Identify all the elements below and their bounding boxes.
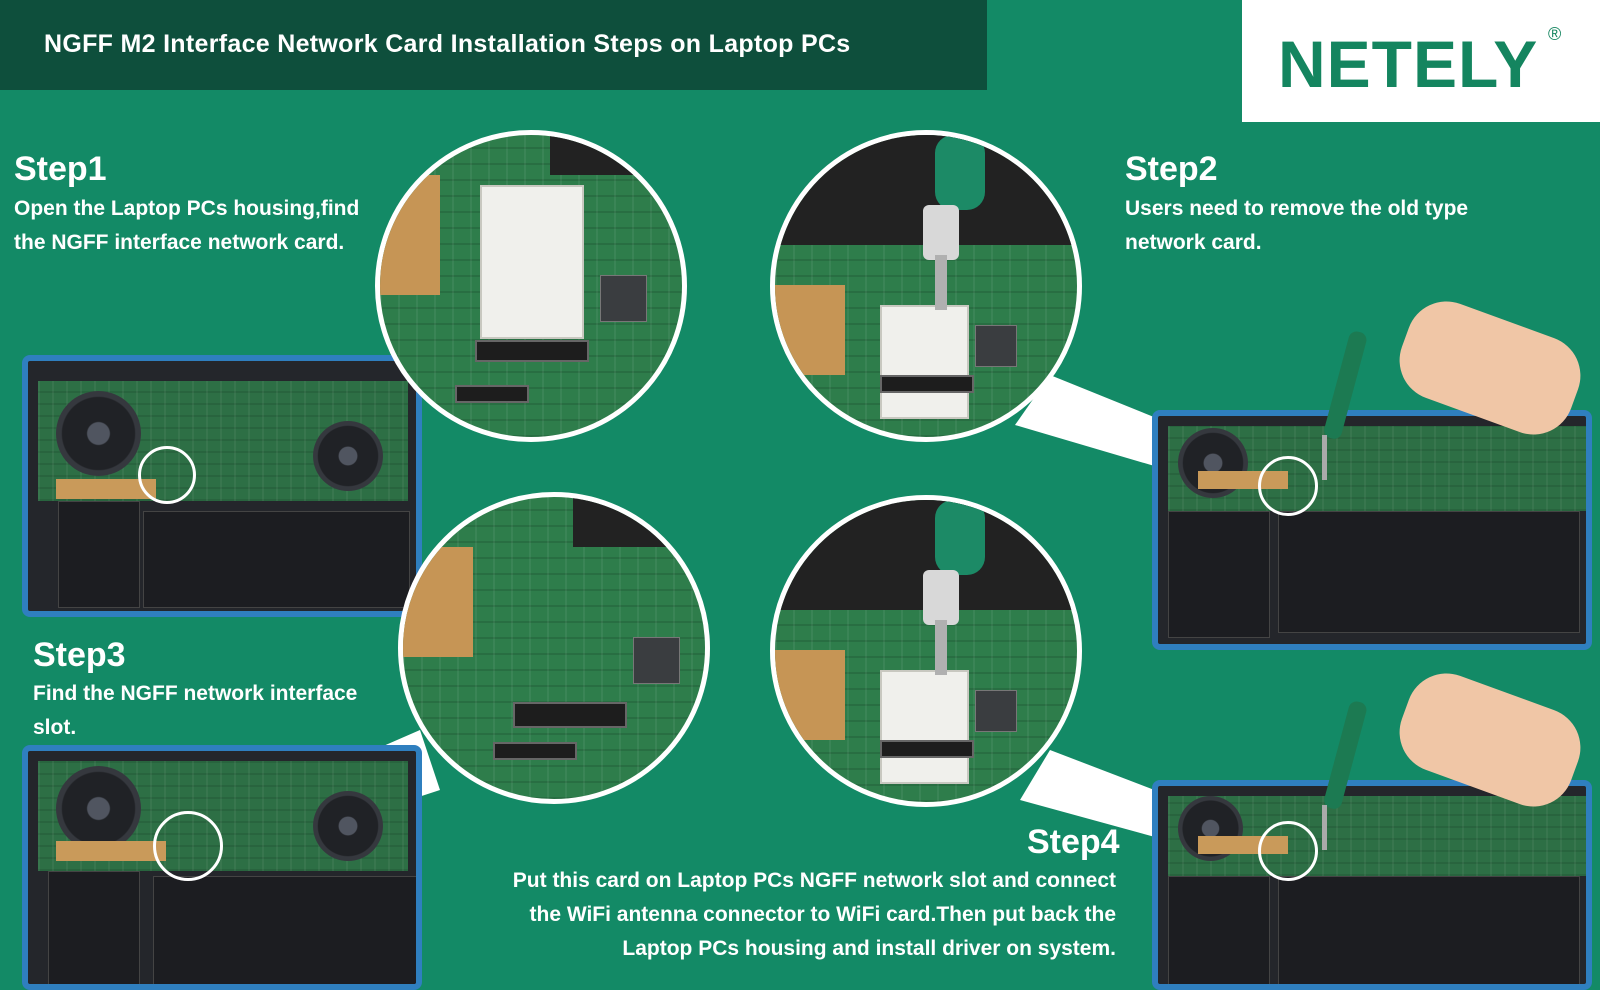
step2-line: network card. (1125, 231, 1262, 254)
highlight-circle (1258, 821, 1318, 881)
highlight-circle (138, 446, 196, 504)
copper-tape-image (403, 547, 473, 657)
battery-image (1168, 511, 1270, 638)
step3-line: slot. (33, 716, 77, 739)
battery-image (1168, 876, 1270, 984)
battery-image (48, 871, 140, 984)
chip-image (633, 637, 680, 684)
step3-laptop-photo (22, 745, 422, 990)
brand-logo-box: NETELY ® (1242, 0, 1600, 122)
connector-image (493, 742, 577, 760)
battery-image (1278, 511, 1580, 633)
step1-heading: Step1 (14, 150, 107, 188)
highlight-circle (1258, 456, 1318, 516)
step1-description: Open the Laptop PCs housing,find the NGF… (14, 192, 359, 260)
step4-laptop-photo (1152, 780, 1592, 990)
step2-heading: Step2 (1125, 150, 1218, 188)
ngff-slot-image (880, 740, 974, 758)
step3-line: Find the NGFF network interface (33, 682, 358, 705)
step3-description: Find the NGFF network interface slot. (33, 677, 357, 745)
fan-image (313, 421, 383, 491)
step4-magnified-card (770, 495, 1082, 807)
battery-image (153, 876, 416, 984)
registered-mark: ® (1548, 24, 1562, 44)
screwdriver-icon (923, 500, 985, 675)
battery-image (58, 501, 140, 608)
page-title: NGFF M2 Interface Network Card Installat… (44, 30, 851, 58)
step4-line: the WiFi antenna connector to WiFi card.… (529, 903, 1117, 926)
ngff-slot-image (475, 340, 589, 362)
step1-laptop-photo (22, 355, 422, 617)
chip-image (600, 275, 647, 322)
step4-line: Laptop PCs housing and install driver on… (622, 937, 1116, 960)
board-edge-image (573, 497, 705, 547)
chip-image (975, 690, 1017, 732)
step2-magnified-card (770, 130, 1082, 442)
step1-line: Open the Laptop PCs housing,find (14, 197, 360, 220)
copper-tape-image (56, 479, 156, 499)
step2-description: Users need to remove the old type networ… (1125, 192, 1468, 260)
title-bar: NGFF M2 Interface Network Card Installat… (0, 0, 987, 90)
highlight-circle (153, 811, 223, 881)
step2-line: Users need to remove the old type (1125, 197, 1469, 220)
step2-laptop-photo (1152, 410, 1592, 650)
network-card-image (880, 305, 969, 419)
copper-tape-image (380, 175, 440, 295)
ngff-slot-image (880, 375, 974, 393)
screwdriver-icon (923, 135, 985, 310)
step1-line: the NGFF interface network card. (14, 231, 345, 254)
step3-magnified-slot (398, 492, 710, 804)
copper-tape-image (775, 650, 845, 740)
chip-image (975, 325, 1017, 367)
step4-heading: Step4 (1027, 823, 1120, 861)
board-edge-image (550, 135, 682, 175)
copper-tape-image (775, 285, 845, 375)
screwdriver-icon (1322, 331, 1367, 480)
battery-image (143, 511, 410, 608)
step1-magnified-card (375, 130, 687, 442)
fan-image (313, 791, 383, 861)
step3-heading: Step3 (33, 636, 126, 674)
copper-tape-image (56, 841, 166, 861)
battery-image (1278, 876, 1580, 984)
network-card-image (880, 670, 969, 784)
connector-image (455, 385, 529, 403)
step4-line: Put this card on Laptop PCs NGFF network… (512, 869, 1116, 892)
brand-logo: NETELY (1278, 27, 1539, 101)
step4-description: Put this card on Laptop PCs NGFF network… (466, 864, 1116, 966)
network-card-image (480, 185, 584, 339)
screwdriver-icon (1322, 701, 1367, 850)
ngff-slot-image (513, 702, 627, 728)
fan-image (56, 391, 141, 476)
fan-image (56, 766, 141, 851)
